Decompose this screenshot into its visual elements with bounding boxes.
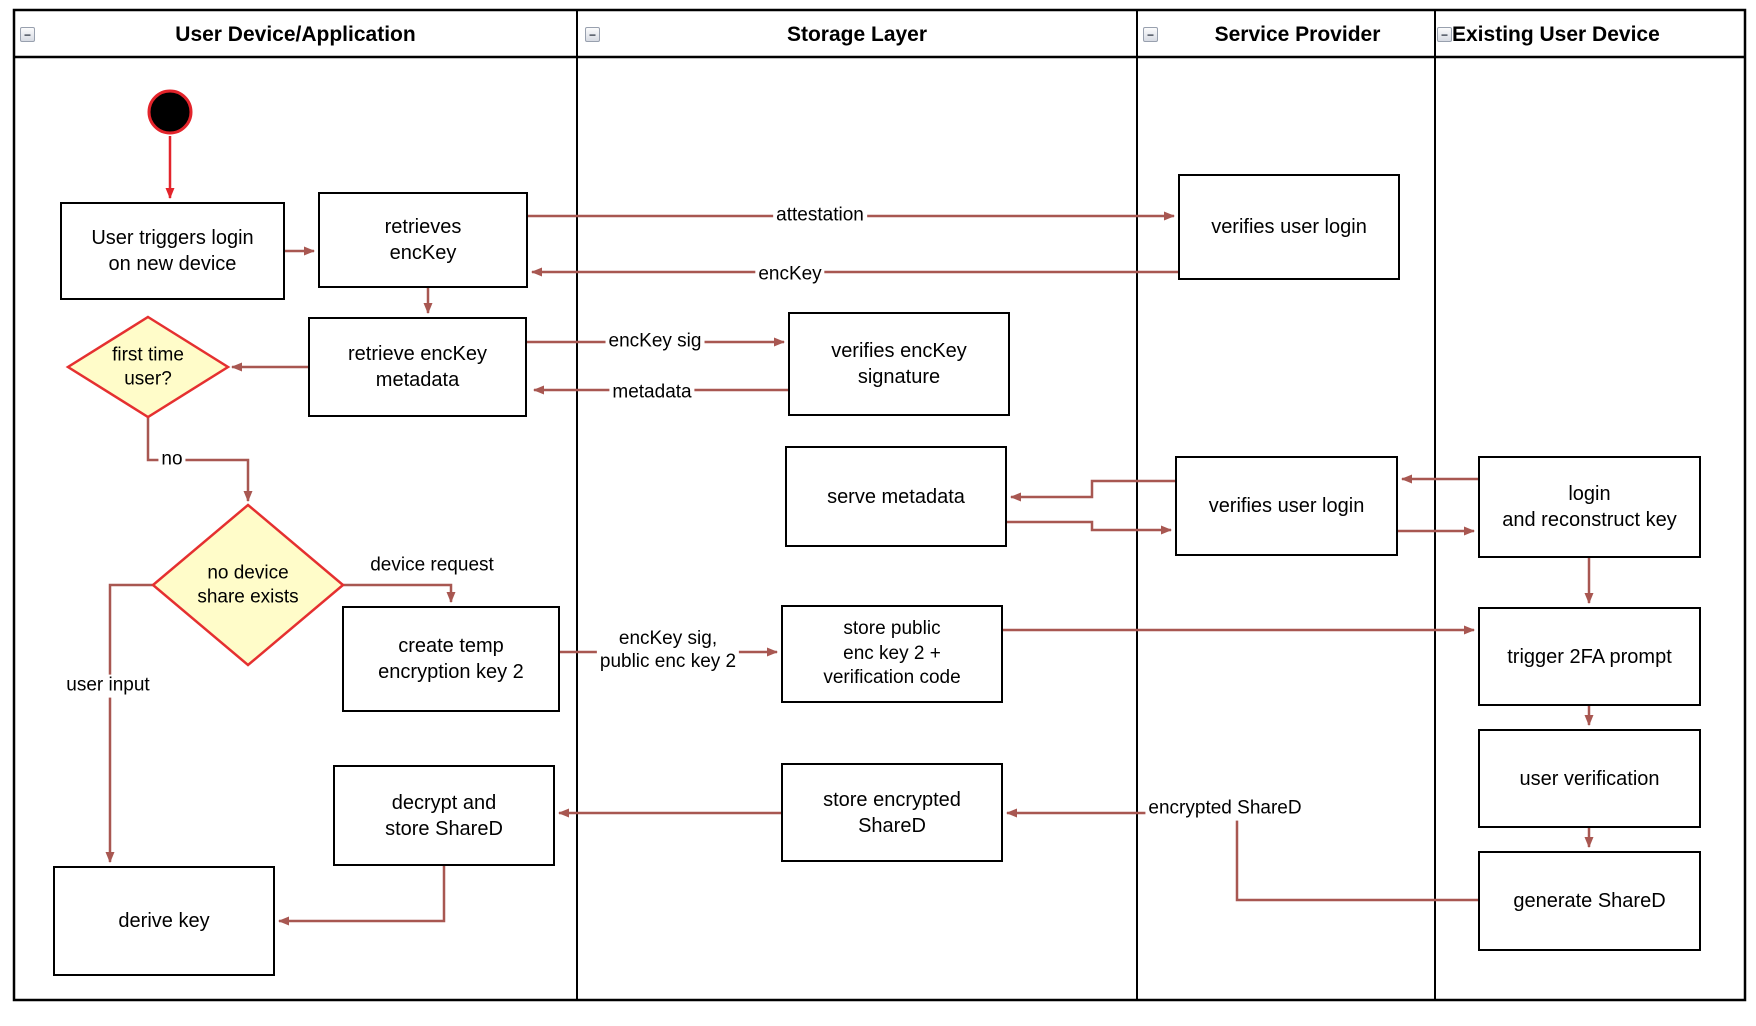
decision-no-device-share-label: no device share exists [197,562,299,607]
edge-label-attestation: attestation [773,204,867,228]
node-create-temp-key2[interactable]: create temp encryption key 2 [342,606,560,712]
decision-first-time-user-label: first time user? [112,344,184,389]
lane-header-user-device: User Device/Application [175,23,416,46]
node-decrypt-store-shared[interactable]: decrypt and store ShareD [333,765,555,866]
node-derive-key[interactable]: derive key [53,866,275,976]
edge-label-enckey-sig: encKey sig [605,330,705,354]
node-generate-shared[interactable]: generate ShareD [1478,851,1701,951]
node-store-public-enc-key2[interactable]: store public enc key 2 + verification co… [781,605,1003,703]
decision-first-time-user[interactable] [65,315,231,419]
node-trigger-2fa-prompt[interactable]: trigger 2FA prompt [1478,607,1701,706]
decision-no-device-share[interactable] [151,503,345,667]
edge-label-enckey-sig-public: encKey sig, public enc key 2 [596,628,740,674]
edge-label-user-input: user input [63,674,153,698]
lane-header-existing-user-device: Existing User Device [1452,23,1660,46]
node-verifies-enckey-signature[interactable]: verifies encKey signature [788,312,1010,416]
edge-device-request [343,583,456,603]
lane-header-service-provider: Service Provider [1214,23,1381,46]
node-verifies-user-login-1[interactable]: verifies user login [1178,174,1400,280]
node-store-encrypted-shared[interactable]: store encrypted ShareD [781,763,1003,862]
node-user-verification[interactable]: user verification [1478,729,1701,828]
node-serve-metadata[interactable]: serve metadata [785,446,1007,547]
edge-label-metadata: metadata [609,381,695,405]
edge-decrypt-to-derive [278,866,446,926]
edge-no-branch [146,417,253,502]
collapse-icon[interactable]: − [20,27,35,42]
edge-verifies2-to-serve [1010,479,1175,502]
edge-generate-to-storeencrypted [1006,808,1478,902]
lane-header-storage-layer: Storage Layer [786,23,928,46]
collapse-icon[interactable]: − [1437,27,1452,42]
edge-label-encrypted-shared: encrypted ShareD [1145,797,1305,821]
swimlane-frame [12,8,1747,1002]
edge-label-enckey: encKey [755,263,825,287]
edge-label-no: no [158,448,186,472]
collapse-icon[interactable]: − [585,27,600,42]
node-login-reconstruct-key[interactable]: login and reconstruct key [1478,456,1701,558]
edge-serve-to-verifies2 [1007,520,1172,535]
node-retrieves-enckey[interactable]: retrieves encKey [318,192,528,288]
node-verifies-user-login-2[interactable]: verifies user login [1175,456,1398,556]
node-retrieve-enckey-metadata[interactable]: retrieve encKey metadata [308,317,527,417]
start-node[interactable] [147,89,193,135]
collapse-icon[interactable]: − [1143,27,1158,42]
edge-user-input [105,583,153,863]
edge-label-device-request: device request [367,554,497,578]
node-user-triggers-login[interactable]: User triggers login on new device [60,202,285,300]
